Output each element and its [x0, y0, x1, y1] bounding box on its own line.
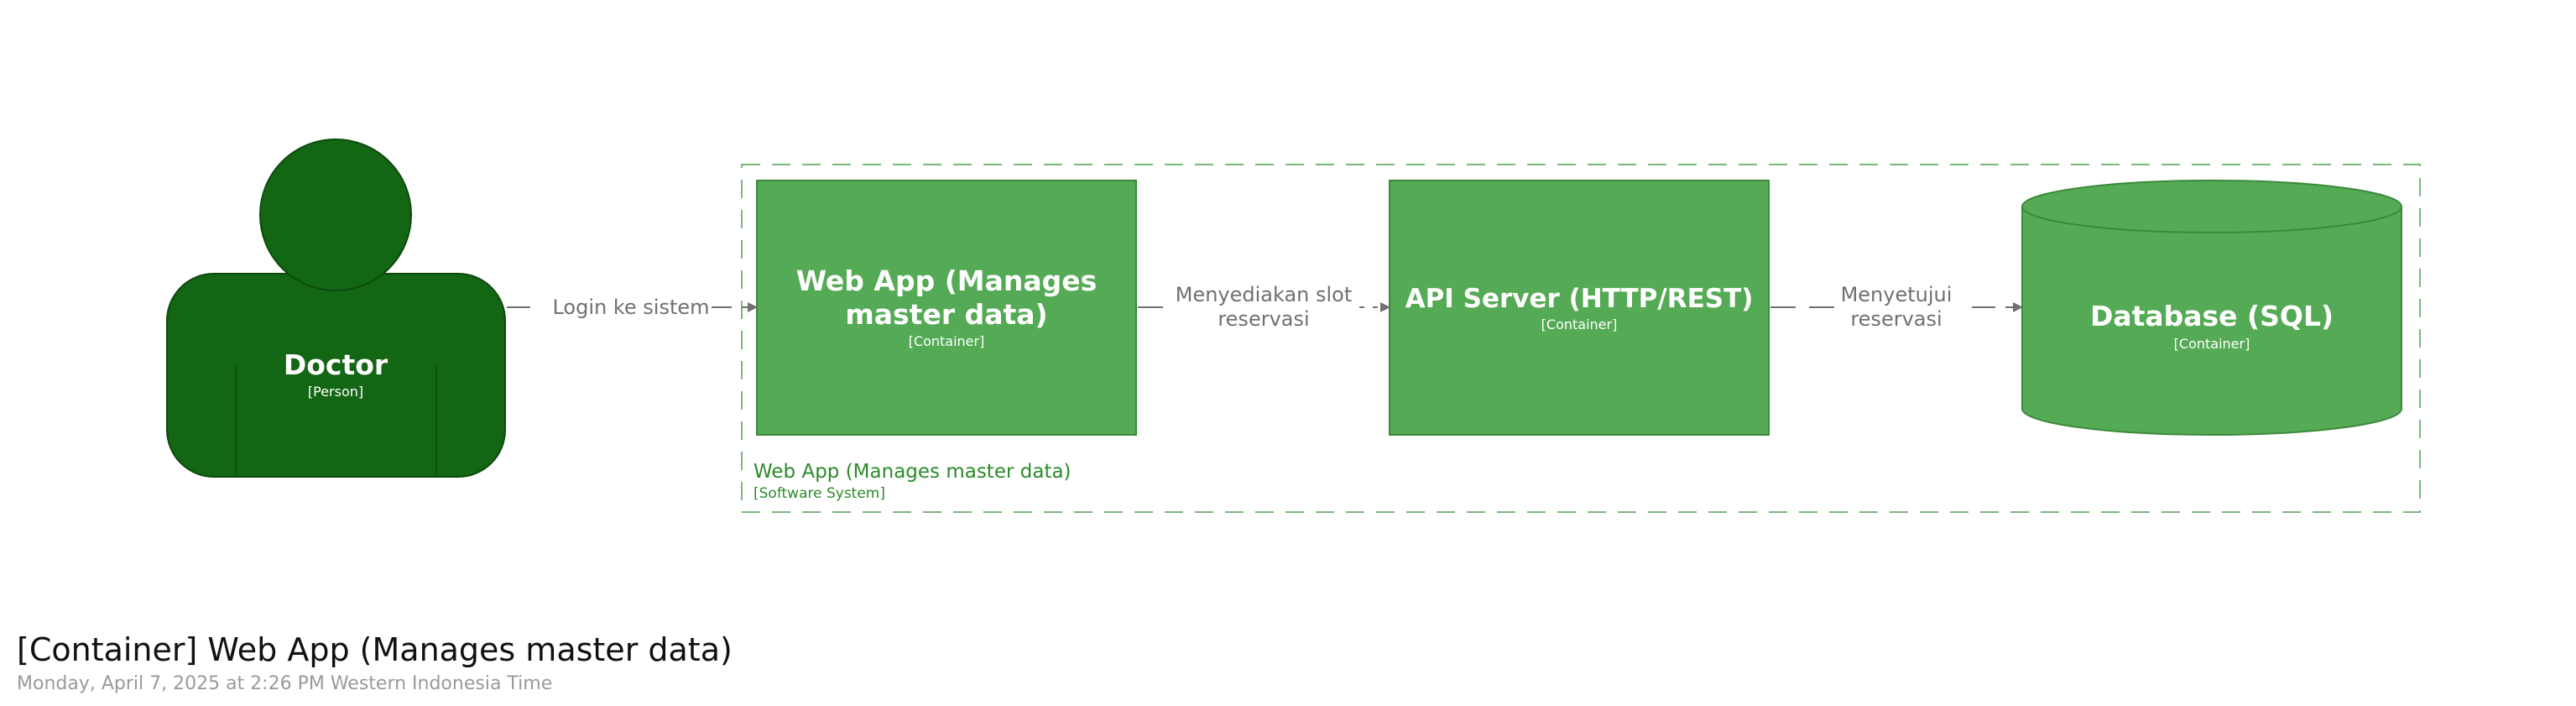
container-database[interactable]: Database (SQL) [Container] [2021, 180, 2402, 436]
container-api-server[interactable]: API Server (HTTP/REST) [Container] [1389, 180, 1770, 436]
edge-approve-label-line2: reservasi [1850, 307, 1942, 331]
database-body [2021, 206, 2402, 436]
software-system-boundary[interactable]: Web App (Manages master data) [Software … [741, 164, 2421, 513]
edge-slot-label-line2: reservasi [1218, 307, 1309, 331]
diagram-footer: [Container] Web App (Manages master data… [17, 631, 733, 694]
container-api-server-box [1389, 180, 1770, 436]
container-api-server-type: [Container] [1541, 316, 1618, 332]
edge-login-label: Login ke sistem [552, 295, 709, 319]
person-type: [Person] [308, 384, 363, 400]
container-webapp-name-line1: Web App (Manages [796, 264, 1098, 297]
boundary-type: [Software System] [754, 485, 885, 502]
diagram-timestamp: Monday, April 7, 2025 at 2:26 PM Western… [17, 672, 553, 694]
database-top [2021, 180, 2402, 233]
person-doctor[interactable]: Doctor [Person] [166, 139, 506, 478]
edge-slot-reservasi[interactable]: Menyediakan slot reservasi [1138, 283, 1390, 331]
container-database-type: [Container] [2174, 336, 2250, 352]
container-database-name: Database (SQL) [2090, 300, 2334, 332]
diagram-title: [Container] Web App (Manages master data… [17, 631, 733, 668]
container-webapp[interactable]: Web App (Manages master data) [Container… [756, 180, 1137, 436]
container-webapp-type: [Container] [909, 333, 985, 349]
container-api-server-name: API Server (HTTP/REST) [1405, 284, 1754, 314]
edge-menyetujui-reservasi[interactable]: Menyetujui reservasi [1770, 283, 2023, 331]
edge-slot-label-line1: Menyediakan slot [1176, 283, 1353, 306]
person-name: Doctor [284, 348, 388, 381]
boundary-name: Web App (Manages master data) [754, 461, 1072, 483]
container-webapp-name-line2: master data) [845, 298, 1047, 331]
edge-login[interactable]: Login ke sistem [507, 295, 758, 319]
person-head [259, 139, 412, 291]
person-icon [166, 139, 506, 478]
cylinder-icon [2021, 180, 2402, 436]
boundary-frame [741, 164, 2421, 513]
container-webapp-box [756, 180, 1137, 436]
edge-approve-label-line1: Menyetujui [1841, 283, 1953, 306]
